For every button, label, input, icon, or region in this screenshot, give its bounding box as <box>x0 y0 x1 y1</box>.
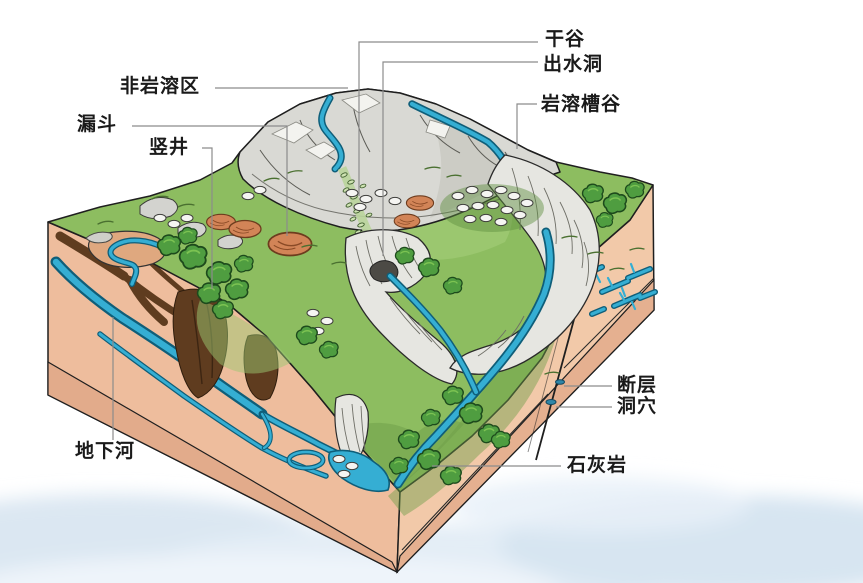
non-karst-mountain <box>139 88 561 250</box>
label-underground-river: 地下河 <box>75 441 136 462</box>
grass-marks <box>97 166 645 375</box>
braided-channels <box>259 411 326 471</box>
funnel-target <box>267 231 313 257</box>
rock-outcrops <box>139 197 244 250</box>
label-non-karst-area: 非岩溶区 <box>120 76 201 97</box>
label-dry-valley: 干谷 <box>545 29 586 50</box>
leader-vertical-shaft <box>202 147 213 289</box>
label-outflow-cave: 出水洞 <box>543 54 604 75</box>
label-vertical-shaft: 竖井 <box>149 137 190 158</box>
small-cave <box>555 379 565 385</box>
leader-dry-valley <box>358 41 538 196</box>
leader-funnel <box>132 125 288 236</box>
label-limestone: 石灰岩 <box>567 455 628 476</box>
cloud-backdrop <box>0 477 863 583</box>
small-cave <box>545 399 557 405</box>
leader-outflow-cave <box>382 61 538 256</box>
leader-karst-trough-valley <box>516 103 537 149</box>
mountain-stream-sinking <box>318 94 345 173</box>
leader-lines <box>112 41 612 467</box>
sinking-stream-basin <box>85 230 167 287</box>
label-karst-trough-valley: 岩溶槽谷 <box>541 94 622 115</box>
label-funnel: 漏斗 <box>77 114 118 135</box>
label-fault: 断层 <box>617 375 658 396</box>
stone-debris-field <box>440 184 544 232</box>
label-cave: 洞穴 <box>617 396 658 417</box>
